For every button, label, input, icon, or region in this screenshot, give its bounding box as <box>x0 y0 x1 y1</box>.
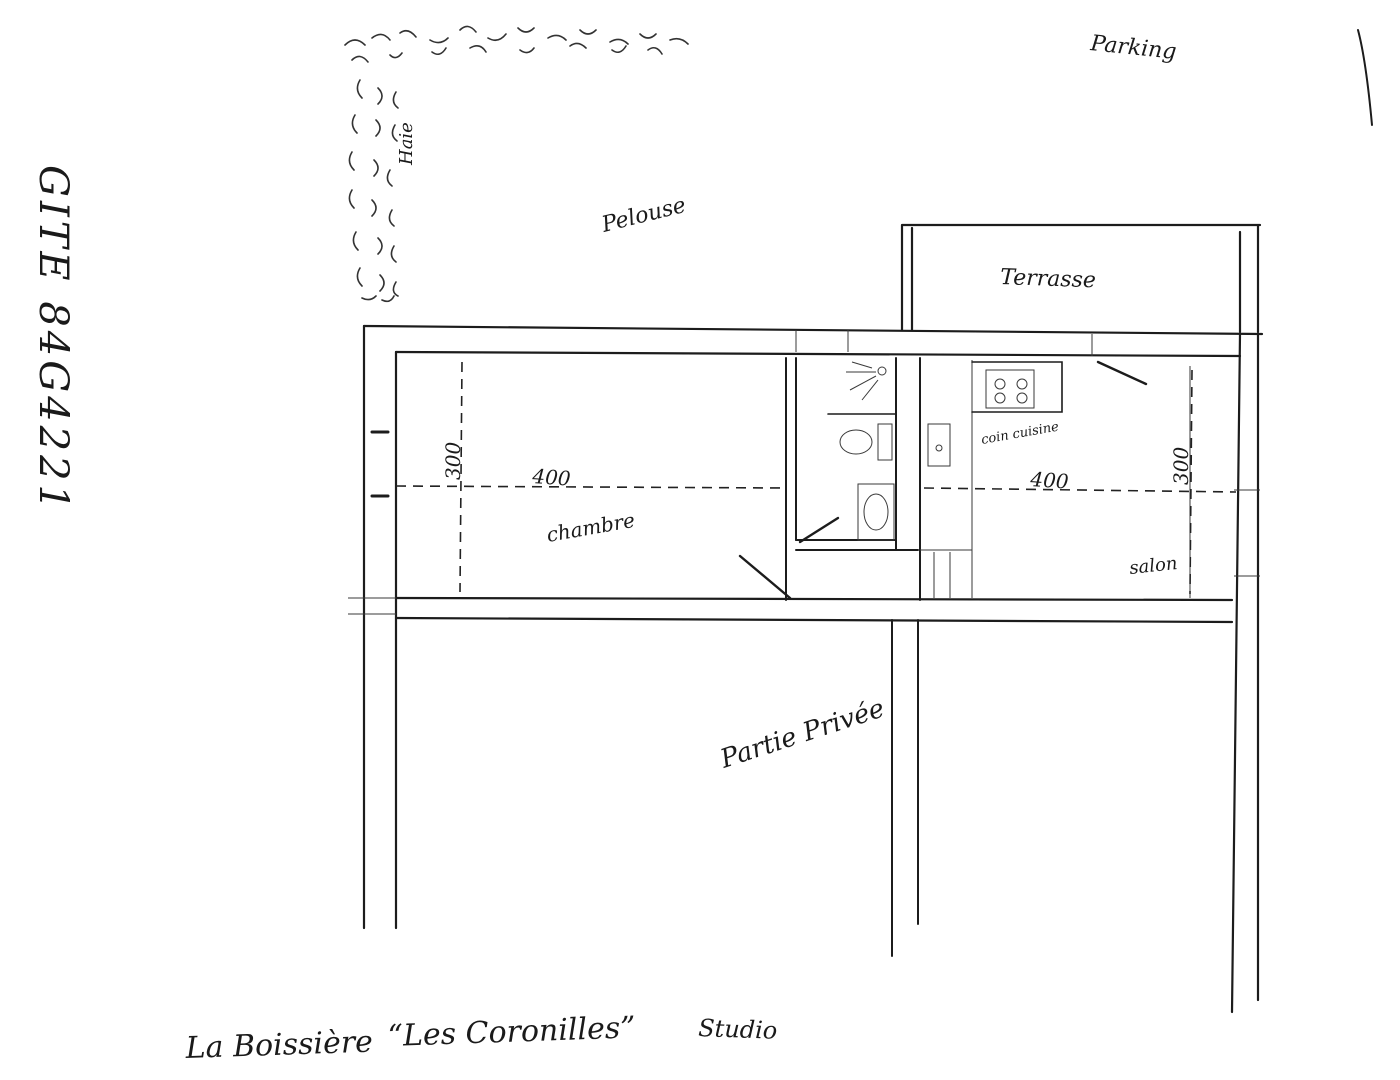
shower-icon <box>827 361 897 415</box>
toilet-icon <box>839 423 893 461</box>
haie-label: Haie <box>396 122 417 166</box>
caption-name: “Les Coronilles” <box>387 1010 636 1054</box>
terrasse-area <box>900 223 1262 334</box>
interior-walls <box>785 357 1191 601</box>
hedge-drawing <box>344 25 689 303</box>
dimension-lines <box>395 361 1237 595</box>
pelouse-label: Pelouse <box>598 193 688 238</box>
cooktop-icon <box>985 369 1035 409</box>
caption-place: La Boissière <box>184 1024 373 1066</box>
chambre-width-dimension: 400 <box>531 464 572 491</box>
door-swings <box>738 360 1148 600</box>
building-walls <box>348 324 1264 1014</box>
partie-privee-area <box>891 619 919 957</box>
caption-type: Studio <box>698 1014 778 1045</box>
gite-reference-label: GITE 84G4221 <box>30 165 76 514</box>
parking-label: Parking <box>1088 31 1177 65</box>
coin-cuisine-label: coin cuisine <box>980 419 1060 447</box>
terrasse-label: Terrasse <box>1000 265 1097 293</box>
salon-label: salon <box>1128 553 1178 579</box>
page-edge-mark <box>1357 29 1373 126</box>
chambre-label: chambre <box>545 508 637 547</box>
chambre-depth-dimension: 300 <box>441 442 465 480</box>
salon-width-dimension: 400 <box>1029 467 1070 494</box>
kitchen-counter <box>971 361 1063 413</box>
partie-privee-label: Partie Privée <box>716 693 888 774</box>
kitchen-sink-icon <box>927 423 951 467</box>
salon-depth-dimension: 300 <box>1169 447 1193 485</box>
washbasin-icon <box>857 483 895 541</box>
